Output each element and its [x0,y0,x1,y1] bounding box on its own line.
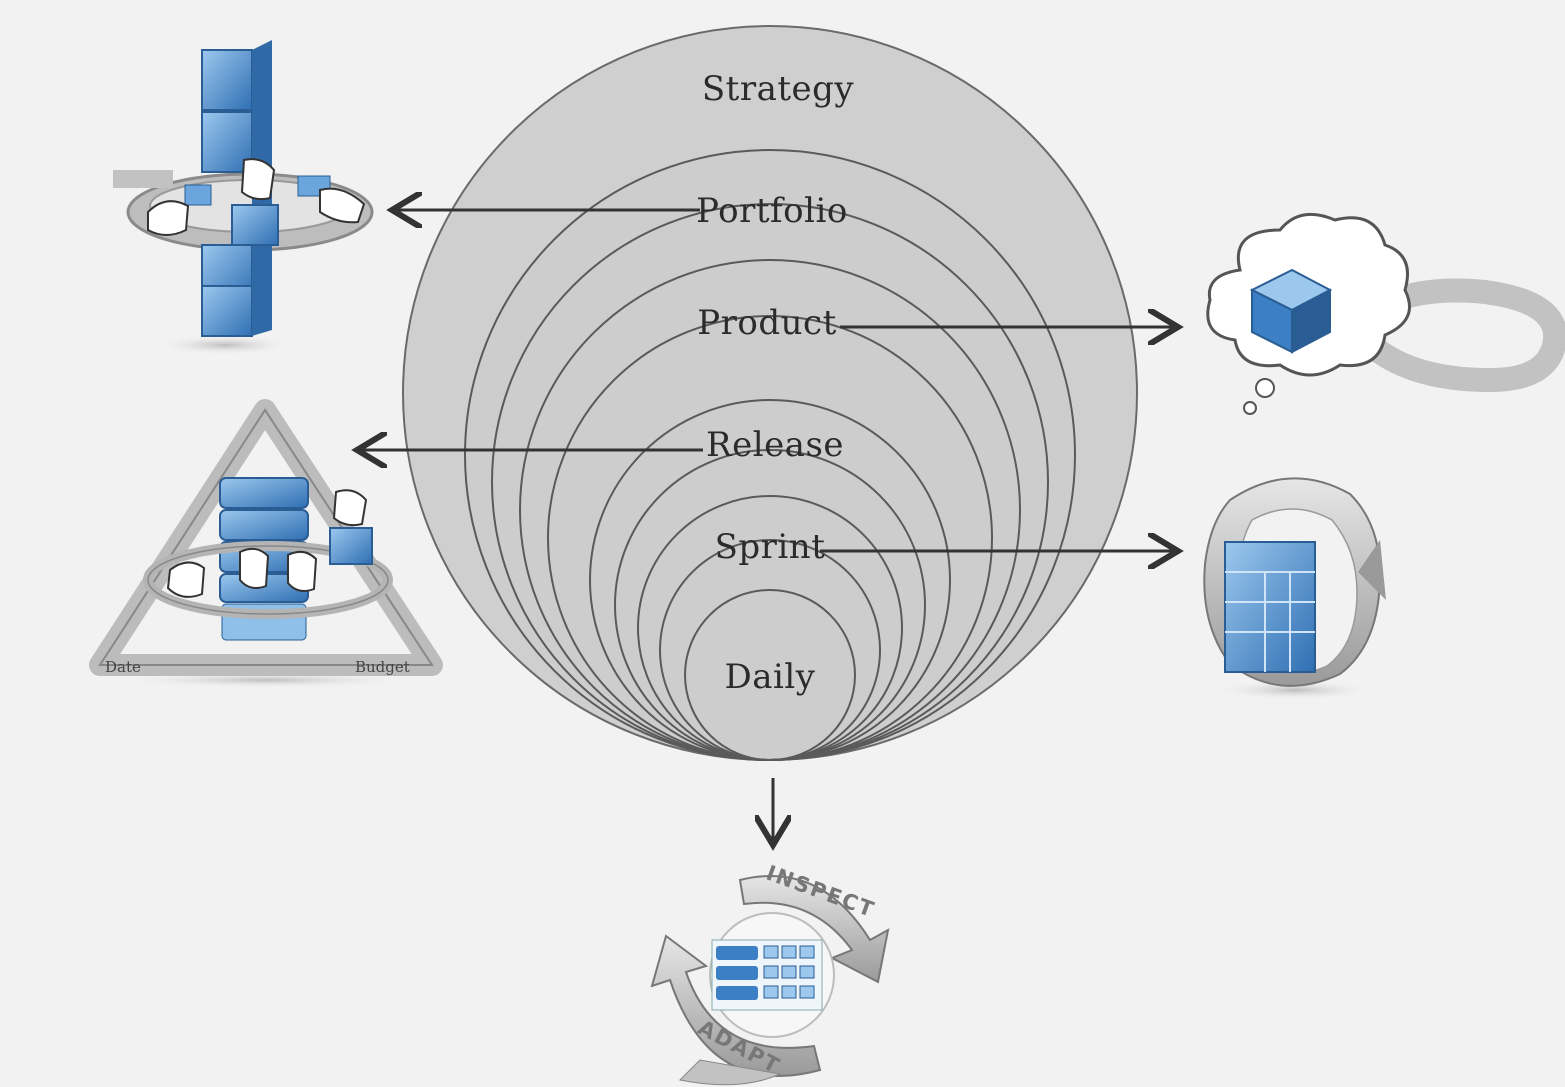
triangle-label-budget: Budget [355,658,410,676]
connector-arrows [360,210,1175,842]
level-label-sprint: Sprint [715,527,826,567]
level-label-release: Release [706,425,844,465]
release-icon: Date Budget [89,399,443,688]
cube-stack-1 [201,49,253,111]
loop-arrow [1368,278,1565,393]
ring-daily [684,589,856,761]
triangle-label-date: Date [105,658,141,676]
portfolio-icon-shadow [155,335,295,355]
inspect-arrow [738,875,890,984]
sprint-icon [1203,477,1386,700]
level-label-strategy: Strategy [702,69,855,109]
level-label-daily: Daily [725,657,816,697]
sprint-board [1224,541,1316,673]
onion-rings [402,25,1138,761]
level-label-product: Product [697,303,836,343]
sprint-icon-shadow [1215,680,1375,700]
portfolio-icon [113,40,374,355]
inspect-adapt-icon: INSPECT ADAPT [650,861,890,1086]
hand-icon [147,200,190,236]
database-stack [219,477,309,509]
level-label-portfolio: Portfolio [696,191,848,231]
product-icon [1206,212,1565,415]
level-labels: Strategy Portfolio Product Release Sprin… [696,69,854,697]
